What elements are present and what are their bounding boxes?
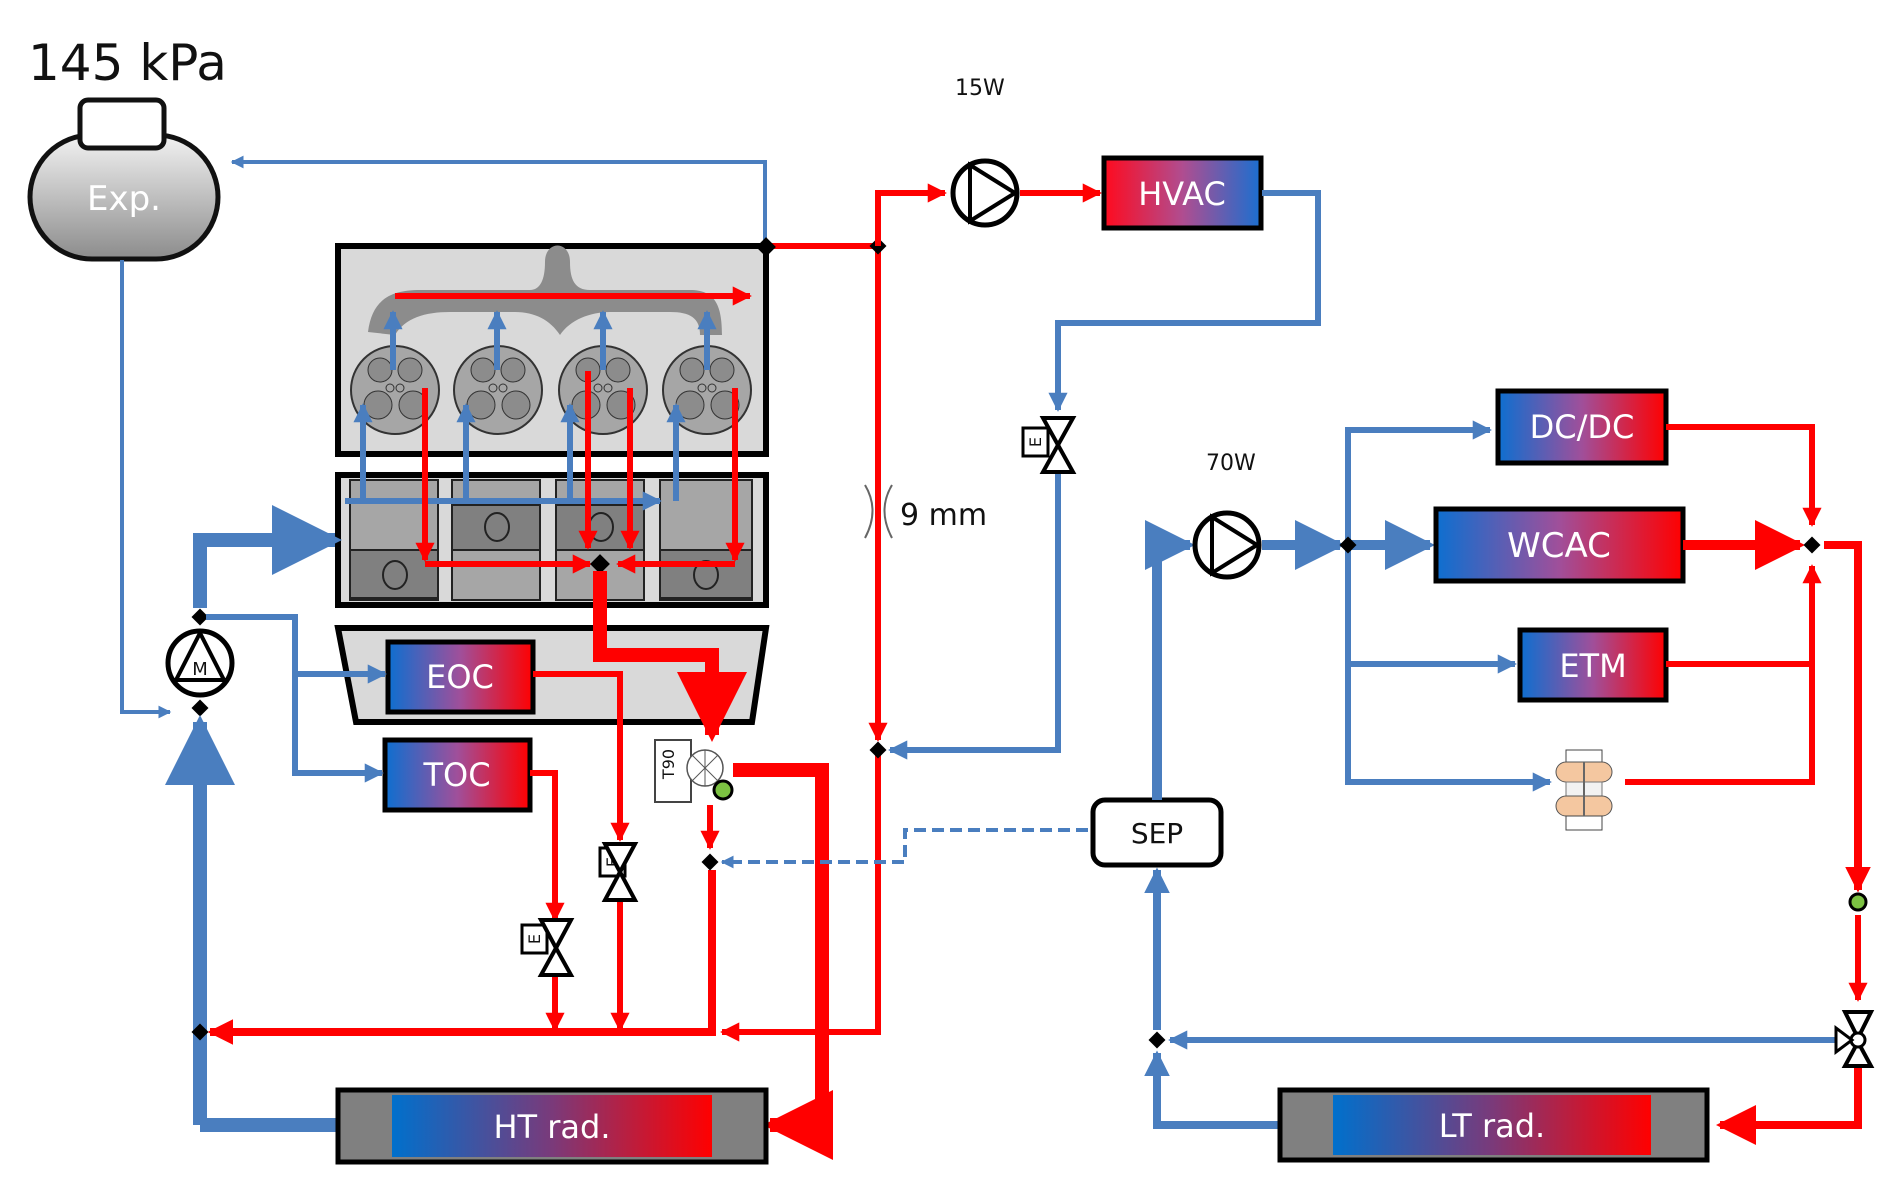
deaeration-line (720, 828, 1088, 869)
ht-hot-flows (207, 243, 888, 1160)
temperature-sensor-icon (1848, 892, 1868, 912)
thermostat-valve[interactable]: T90 (654, 739, 734, 803)
battery-icon[interactable] (1555, 749, 1613, 831)
pressure-label: 145 kPa (28, 34, 227, 92)
orifice-size-label: 9 mm (900, 498, 987, 533)
tank-to-pump-line (120, 260, 172, 719)
ht-radiator-label: HT rad. (493, 1108, 610, 1146)
hvac-pump[interactable] (950, 158, 1020, 228)
etm-label: ETM (1559, 647, 1626, 685)
engine-internal-flows (345, 286, 752, 574)
block-outlet-node (590, 554, 610, 574)
dcdc-converter[interactable]: DC/DC (1495, 388, 1669, 466)
main-coolant-pump[interactable]: M (165, 628, 235, 698)
lt-hot-flows (1625, 424, 1871, 1145)
eoc-label: EOC (426, 658, 494, 696)
lt-pump-power-label: 70W (1206, 451, 1256, 476)
head-cylinder (558, 345, 648, 435)
hvac-return-flow (888, 190, 1321, 760)
hvac-label: HVAC (1138, 175, 1226, 213)
pump-motor-label: M (192, 659, 208, 680)
electric-valve-toc[interactable]: E (520, 918, 575, 977)
vent-node (757, 240, 773, 256)
valve-actuator-label: E (1026, 437, 1045, 447)
expansion-tank[interactable]: Exp. (27, 97, 221, 262)
hvac-pump-power-label: 15W (955, 76, 1005, 101)
electric-valve-hvac[interactable]: E (1021, 416, 1077, 474)
lt-radiator-label: LT rad. (1439, 1107, 1545, 1145)
junction-node (869, 741, 887, 759)
vent-line-to-tank (230, 155, 767, 245)
junction-node (1148, 1031, 1166, 1049)
separator[interactable]: SEP (1090, 797, 1224, 868)
etm-unit[interactable]: ETM (1517, 627, 1669, 703)
expansion-lines (120, 155, 767, 719)
junction-node (701, 853, 719, 871)
electric-valve-eoc[interactable]: E (598, 842, 639, 902)
wcac-cooler[interactable]: WCAC (1433, 506, 1686, 584)
lt-cold-flows (1144, 420, 1845, 1129)
orifice-restriction (864, 484, 893, 539)
engine-block (335, 472, 769, 608)
toc-label: TOC (422, 756, 490, 794)
junction-node (1803, 536, 1821, 554)
lt-pump[interactable] (1192, 510, 1262, 580)
eoc-cooler[interactable]: EOC (385, 639, 536, 715)
ht-radiator[interactable]: HT rad. (335, 1087, 769, 1165)
ht-cold-flows (165, 505, 387, 1132)
engine-head (335, 243, 769, 457)
lt-radiator[interactable]: LT rad. (1277, 1087, 1710, 1163)
junction-node (191, 699, 209, 717)
head-cylinder (453, 345, 543, 435)
thermostat-label: T90 (659, 749, 678, 780)
head-cylinder (350, 345, 440, 435)
three-way-valve[interactable] (1834, 1010, 1875, 1068)
thermostat-indicator (712, 779, 734, 801)
expansion-tank-label: Exp. (87, 179, 161, 219)
expansion-tank-cap (77, 97, 167, 151)
wcac-label: WCAC (1507, 526, 1611, 566)
dcdc-label: DC/DC (1530, 408, 1635, 446)
hvac-hot-flows (875, 183, 1102, 246)
separator-label: SEP (1131, 817, 1183, 850)
hvac-heater-core[interactable]: HVAC (1101, 155, 1264, 231)
junction-node (191, 608, 209, 626)
junction-node (1339, 536, 1357, 554)
valve-actuator-label: E (525, 934, 544, 944)
coolant-gallery (368, 245, 722, 335)
toc-cooler[interactable]: TOC (382, 737, 533, 813)
